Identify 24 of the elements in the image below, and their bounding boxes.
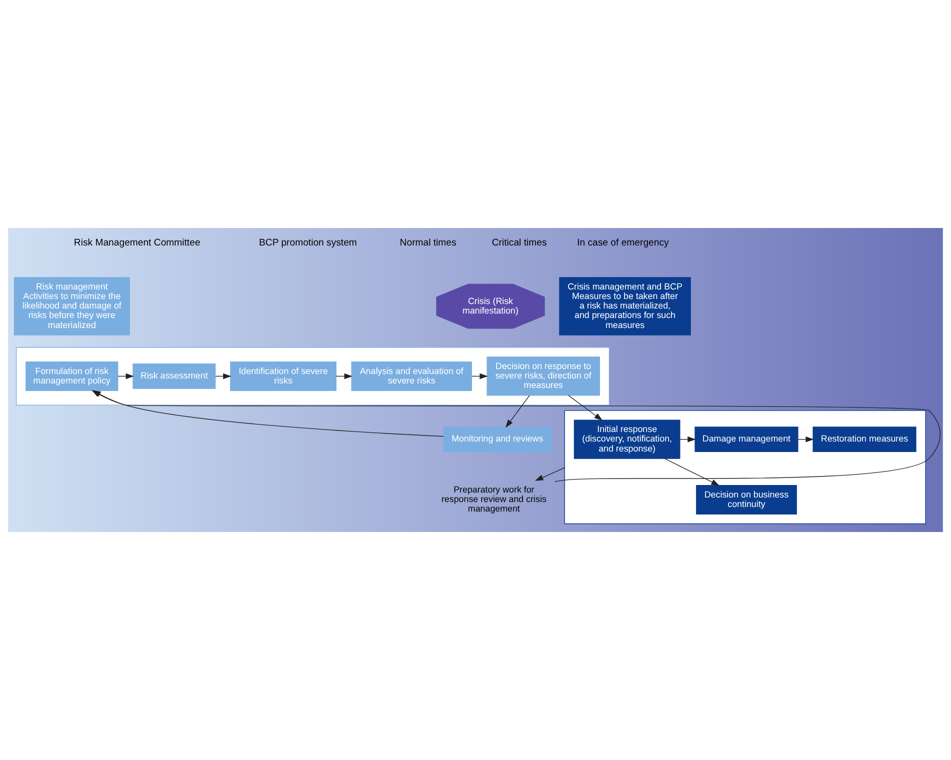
- node-box: Decision on response to severe risks, direction of measures: [486, 356, 600, 396]
- node-box: Damage management: [694, 426, 798, 452]
- arrow: [664, 458, 720, 486]
- arrow: [568, 395, 602, 421]
- node-box: Crisis management and BCP Measures to be taken after a risk has materialized, and preparations for such measures: [559, 277, 691, 336]
- label: Normal times: [400, 238, 456, 249]
- node-box: Analysis and evaluation of severe risks: [351, 361, 472, 391]
- arrow: [534, 467, 565, 481]
- node-box: Identification of severe risks: [230, 361, 336, 391]
- label: In case of emergency: [577, 238, 669, 249]
- node-box: Initial response (discovery, notification, and response): [574, 420, 680, 459]
- node-box: Decision on business continuity: [696, 485, 797, 514]
- cluster: [16, 347, 610, 406]
- label: Critical times: [492, 238, 547, 249]
- node-box: Formulation of risk management policy: [26, 361, 118, 391]
- label: BCP promotion system: [259, 238, 357, 249]
- label: Risk Management Committee: [74, 238, 200, 249]
- node-box: Restoration measures: [812, 426, 916, 452]
- arrow: [505, 395, 530, 428]
- node-box: Monitoring and reviews: [443, 426, 552, 452]
- node-text: Preparatory work for response review and crisis management: [441, 484, 546, 514]
- cluster: [564, 410, 926, 524]
- node-box: Risk management Activities to minimize the likelihood and damage of risks before they were materialized: [14, 277, 130, 336]
- node-box: Risk assessment: [132, 364, 216, 389]
